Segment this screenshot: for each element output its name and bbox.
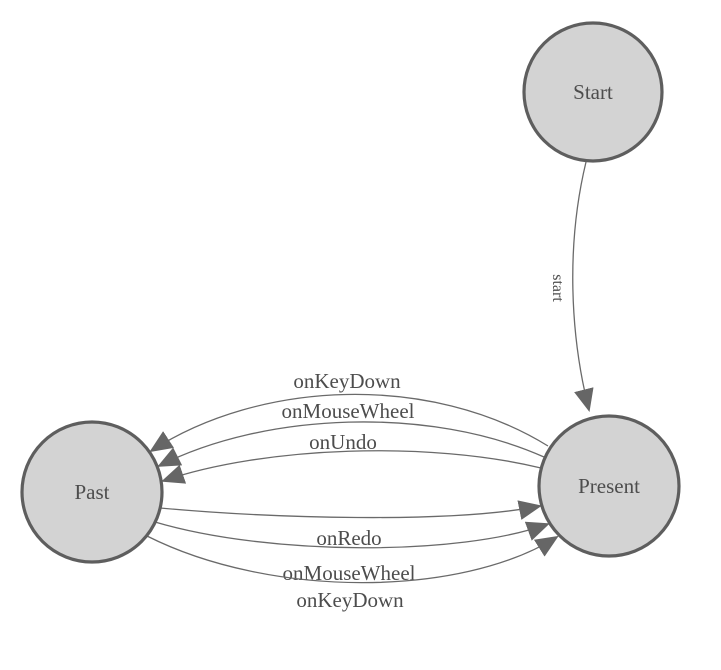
edge-label-onundo: onUndo	[309, 430, 377, 454]
edge-present-to-past-onmousewheel-path	[157, 421, 545, 467]
edge-label-onredo: onRedo	[316, 526, 381, 550]
edge-past-to-present-onkeydown-path	[146, 535, 559, 584]
edge-past-to-present-onredo-path	[159, 500, 542, 520]
node-start-label: Start	[573, 80, 613, 104]
edge-past-to-present-onkeydown: onKeyDown	[146, 535, 559, 612]
edge-label-onkeydown-bottom: onKeyDown	[296, 588, 404, 612]
edge-past-to-present-onmousewheel-path	[154, 521, 550, 549]
edge-label-onmousewheel-top: onMouseWheel	[282, 399, 415, 423]
edge-past-to-present-onredo: onRedo	[159, 500, 542, 550]
node-present-label: Present	[578, 474, 640, 498]
edge-start-to-present-path	[572, 161, 594, 412]
edge-start-to-present: start	[549, 161, 594, 412]
edge-present-to-past-onundo: onUndo	[161, 430, 542, 484]
node-present-circle[interactable]	[537, 414, 681, 558]
edge-label-onkeydown-top: onKeyDown	[293, 369, 401, 393]
edge-present-to-past-onmousewheel: onMouseWheel	[157, 399, 545, 467]
node-start-circle[interactable]	[522, 21, 664, 163]
edge-present-to-past-onundo-path	[161, 450, 542, 484]
node-past-label: Past	[74, 480, 109, 504]
node-present[interactable]: Present	[537, 414, 681, 558]
edge-label-onmousewheel-bottom: onMouseWheel	[283, 561, 416, 585]
edge-past-to-present-onmousewheel: onMouseWheel	[154, 521, 550, 585]
edge-present-to-past-onkeydown-path	[149, 393, 549, 453]
edge-present-to-past-onkeydown: onKeyDown	[149, 369, 549, 453]
node-past[interactable]: Past	[20, 420, 164, 564]
node-past-circle[interactable]	[20, 420, 164, 564]
edge-label-start: start	[549, 274, 566, 302]
node-start[interactable]: Start	[522, 21, 664, 163]
